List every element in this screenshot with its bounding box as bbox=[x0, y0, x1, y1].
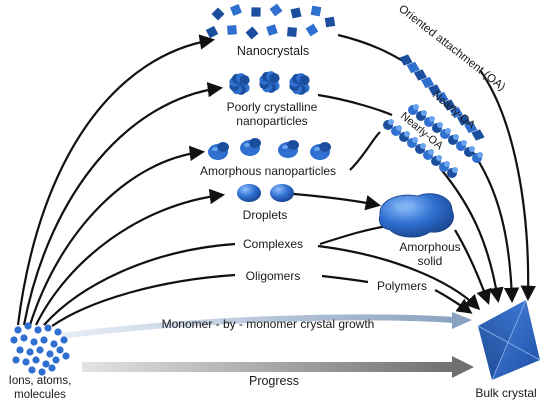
arrow-to-oligomers bbox=[51, 273, 236, 327]
label-polymers: Polymers bbox=[377, 279, 427, 293]
nanocrystal-icon bbox=[205, 3, 336, 40]
arrow-nearly-oa-to-bulk bbox=[469, 147, 520, 304]
droplet-icon bbox=[237, 184, 294, 202]
arrow-to-poorly-crystalline bbox=[22, 82, 224, 326]
arrow-oa-to-bulk bbox=[479, 69, 536, 302]
progress-arrow bbox=[82, 356, 474, 378]
pathway-arrows bbox=[16, 34, 236, 327]
monomer-growth-arrow bbox=[61, 312, 472, 339]
label-amorphous-solid-1: Amorphous bbox=[399, 240, 460, 254]
arrow-to-droplets bbox=[35, 188, 226, 326]
arrow-polymers-to-bulk bbox=[434, 289, 473, 314]
amorphous-nanoparticle-icon bbox=[208, 138, 331, 160]
label-oriented-attachment: Oriented attachment (OA) bbox=[396, 3, 507, 94]
arrow-to-complexes bbox=[43, 242, 236, 326]
label-monomer-growth: Monomer - by - monomer crystal growth bbox=[162, 317, 375, 331]
label-poorly-crystalline-1: Poorly crystalline bbox=[227, 100, 318, 114]
amorphous-blob-icon bbox=[378, 193, 454, 238]
label-complexes: Complexes bbox=[243, 237, 303, 251]
label-nanocrystals: Nanocrystals bbox=[237, 44, 309, 58]
bulk-crystal-icon bbox=[477, 299, 541, 381]
label-progress: Progress bbox=[249, 374, 299, 388]
arrow-poorly-to-nearly-oa bbox=[317, 93, 393, 117]
label-source-1: Ions, atoms, bbox=[9, 375, 72, 387]
arrow-amorphous-np-to-nearly-oa bbox=[349, 131, 381, 171]
arrow-amorphous-to-bulk bbox=[454, 229, 492, 305]
ion-cluster-icon bbox=[10, 322, 70, 376]
arrow-droplets-to-amorphous bbox=[281, 191, 382, 211]
label-amorphous-nanoparticles: Amorphous nanoparticles bbox=[200, 164, 336, 178]
label-poorly-crystalline-2: nanoparticles bbox=[236, 114, 307, 128]
arrow-oligomers-to-polymers bbox=[321, 274, 369, 284]
label-source-2: molecules bbox=[14, 389, 66, 401]
arrow-nanocrystals-to-oa bbox=[337, 33, 406, 64]
arrow-to-amorphous-np bbox=[28, 145, 206, 326]
label-bulk-crystal: Bulk crystal bbox=[475, 386, 536, 400]
arrow-nearly-oa2-to-bulk bbox=[439, 167, 504, 304]
label-amorphous-solid-2: solid bbox=[418, 254, 443, 268]
oa-chain-icon bbox=[399, 54, 485, 141]
label-droplets: Droplets bbox=[243, 208, 288, 222]
arrow-complexes-to-bulk bbox=[317, 244, 481, 311]
nanoparticle-icon bbox=[229, 71, 310, 95]
label-oligomers: Oligomers bbox=[246, 269, 301, 283]
arrow-to-nanocrystals bbox=[16, 34, 216, 326]
nearly-oa-chain-icon bbox=[383, 104, 483, 178]
